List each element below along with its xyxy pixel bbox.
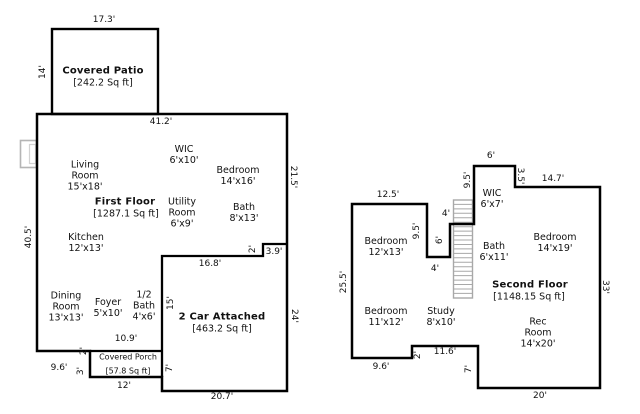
room-sf-bedroom-c: Bedroom 11'x12' bbox=[364, 306, 408, 328]
dim-sf-step-v: 2' bbox=[412, 350, 423, 360]
second-floor-outline bbox=[350, 164, 602, 390]
room-sf-wic: WIC 6'x7' bbox=[480, 188, 504, 210]
dim-garage-right: 24' bbox=[289, 309, 300, 323]
second-floor-title: Second Floor bbox=[492, 279, 568, 291]
garage-divider-wall bbox=[160, 242, 287, 377]
room-dining: Dining Room 13'x13' bbox=[48, 290, 84, 324]
patio-area: [242.2 Sq ft] bbox=[73, 77, 133, 89]
dim-garage-left-lower: 7' bbox=[164, 363, 175, 373]
room-bedroom: Bedroom 14'x16' bbox=[216, 165, 260, 187]
room-sf-bedroom-b: Bedroom 14'x19' bbox=[533, 232, 577, 254]
dim-sf-bottom-left: 9.6' bbox=[372, 361, 390, 372]
room-sf-rec: Rec Room 14'x20' bbox=[520, 316, 556, 350]
room-utility: Utility Room 6'x9' bbox=[168, 196, 196, 230]
dim-porch-top: 10.9' bbox=[114, 333, 138, 344]
dim-sf-right: 33' bbox=[600, 280, 611, 294]
dim-ff-step-h: 3.9' bbox=[265, 246, 283, 257]
dim-porch-left-upper: 2' bbox=[78, 346, 89, 356]
dim-patio-left: 14' bbox=[37, 65, 48, 79]
dim-sf-step-right: 7' bbox=[463, 364, 474, 374]
room-sf-bedroom-a: Bedroom 12'x13' bbox=[364, 236, 408, 258]
dim-ff-right: 21.5' bbox=[288, 165, 299, 189]
dim-sf-stair-right: 9.5' bbox=[462, 171, 473, 189]
dim-ff-top: 41.2' bbox=[149, 116, 173, 127]
room-sf-bath: Bath 6'x11' bbox=[479, 241, 509, 263]
dim-porch-bottom: 12' bbox=[117, 380, 131, 391]
dim-sf-bottom-mid: 11.6' bbox=[433, 346, 457, 357]
dim-sf-top-right: 14.7' bbox=[541, 173, 565, 184]
first-floor-area: [1287.1 Sq ft] bbox=[93, 208, 159, 220]
room-kitchen: Kitchen 12'x13' bbox=[68, 232, 104, 254]
dim-sf-wic-top: 6' bbox=[486, 150, 496, 161]
room-sf-study: Study 8'x10' bbox=[426, 306, 456, 328]
room-wic: WIC 6'x10' bbox=[169, 144, 199, 166]
porch-name: Covered Porch bbox=[99, 352, 157, 362]
dim-sf-left: 25.5' bbox=[338, 270, 349, 294]
dim-garage-top: 16.8' bbox=[198, 258, 222, 269]
dim-sf-inner-left: 9.5' bbox=[411, 222, 422, 240]
dim-sf-stair-top: 4' bbox=[441, 208, 451, 219]
dim-ff-bottom-left: 9.6' bbox=[50, 362, 68, 373]
garage-name: 2 Car Attached bbox=[178, 311, 266, 323]
dim-ff-step-v: 2' bbox=[247, 244, 258, 254]
room-bath: Bath 8'x13' bbox=[229, 202, 259, 224]
room-half-bath: 1/2 Bath 4'x6' bbox=[132, 289, 156, 323]
room-foyer: Foyer 5'x10' bbox=[93, 297, 123, 319]
dim-garage-bottom: 20.7' bbox=[210, 391, 234, 402]
garage-area: [463.2 Sq ft] bbox=[192, 323, 252, 335]
porch-area: [57.8 Sq ft] bbox=[105, 366, 151, 376]
room-living: Living Room 15'x18' bbox=[67, 159, 103, 193]
dim-sf-top-left: 12.5' bbox=[376, 189, 400, 200]
second-floor-area: [1148.15 Sq ft] bbox=[493, 291, 565, 303]
patio-name: Covered Patio bbox=[62, 65, 144, 77]
staircase-icon bbox=[452, 199, 474, 299]
first-floor-outline bbox=[35, 112, 289, 393]
dim-ff-left: 40.5' bbox=[23, 225, 34, 249]
dim-sf-stair-bottom: 4' bbox=[430, 263, 440, 274]
dim-garage-left-upper: 15' bbox=[165, 296, 176, 310]
dim-sf-bottom: 20' bbox=[533, 390, 547, 401]
dim-porch-left-lower: 3' bbox=[75, 366, 86, 376]
dim-sf-wic-right: 3.5' bbox=[515, 167, 526, 185]
dim-sf-stair-left: 6' bbox=[434, 235, 445, 245]
dim-patio-top: 17.3' bbox=[92, 14, 116, 25]
fireplace-icon bbox=[19, 139, 38, 169]
first-floor-title: First Floor bbox=[94, 196, 156, 208]
